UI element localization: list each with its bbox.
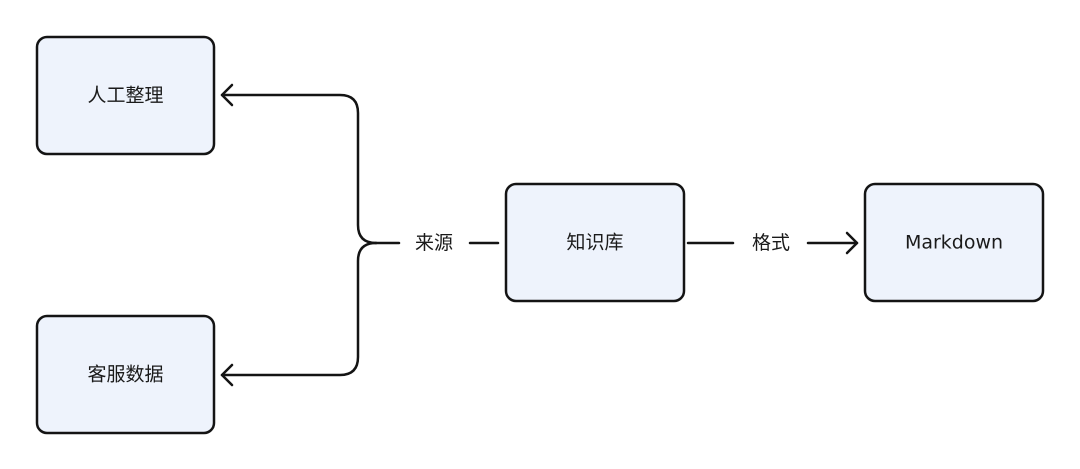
node-customer-service-label: 客服数据 xyxy=(87,364,163,386)
edge-label-format: 格式 xyxy=(752,232,790,254)
node-customer-service-box xyxy=(35,314,216,435)
edges xyxy=(220,83,859,387)
node-customer-service: 客服数据 xyxy=(35,314,216,435)
node-manual: 人工整理 xyxy=(35,35,216,156)
node-manual-label: 人工整理 xyxy=(87,85,163,107)
edge-label-source: 来源 xyxy=(415,232,453,254)
node-markdown-label: Markdown xyxy=(905,232,1003,254)
node-knowledge-base-label: 知识库 xyxy=(566,232,623,254)
edge-source-to-customer-service xyxy=(220,241,378,377)
edge-source-to-manual xyxy=(220,93,378,245)
node-knowledge-base: 知识库 xyxy=(504,182,686,303)
arrowhead-markdown xyxy=(845,231,859,255)
node-manual-box xyxy=(35,35,216,156)
node-markdown-box xyxy=(863,182,1045,303)
arrowhead-manual xyxy=(220,83,234,107)
node-markdown: Markdown xyxy=(863,182,1045,303)
arrowhead-customer-service xyxy=(220,363,234,387)
node-knowledge-base-box xyxy=(504,182,686,303)
